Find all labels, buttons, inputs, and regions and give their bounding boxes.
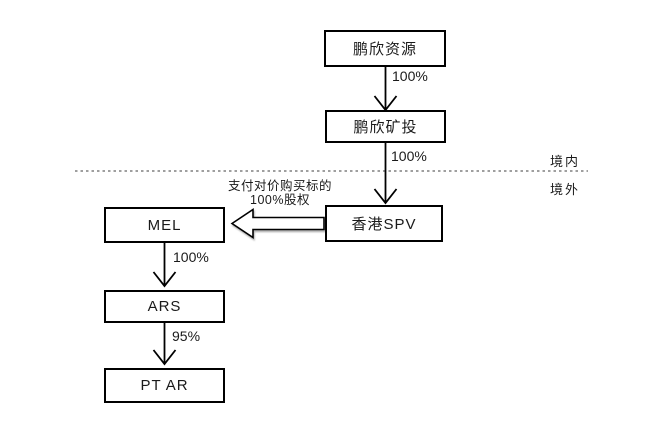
region-label-overseas: 境外 xyxy=(550,182,581,197)
arrowhead-down-icon xyxy=(152,271,177,288)
node-label: 香港SPV xyxy=(351,216,417,233)
node-pengxin-mining: 鹏欣矿投 xyxy=(325,110,446,143)
ownership-label-pengxin-mining-hkspv: 100% xyxy=(391,148,427,164)
node-mel: MEL xyxy=(104,207,225,243)
acquisition-annotation-line1: 支付对价购买标的 xyxy=(227,179,332,193)
region-label-domestic: 境内 xyxy=(550,154,581,169)
node-pengxin-resources: 鹏欣资源 xyxy=(324,30,446,67)
ownership-label-pengxin-resources-mining: 100% xyxy=(392,68,428,84)
arrowhead-down-icon xyxy=(373,188,398,205)
acquisition-annotation-line2: 100%股权 xyxy=(250,192,310,207)
ownership-label-ars-ptar: 95% xyxy=(172,328,201,344)
acquisition-annotation: 支付对价购买标的 100%股权 xyxy=(205,179,355,207)
node-label: ARS xyxy=(147,298,182,315)
arrow-mel-to-ars xyxy=(152,243,177,288)
ownership-label-mel-ars: 100% xyxy=(173,249,209,265)
arrow-pengxin-mining-to-hk-spv xyxy=(373,143,398,205)
node-hk-spv: 香港SPV xyxy=(325,205,443,242)
node-ars: ARS xyxy=(104,290,225,323)
node-pt-ar: PT AR xyxy=(104,368,225,403)
node-label: MEL xyxy=(147,216,182,234)
node-label: 鹏欣矿投 xyxy=(353,119,418,136)
node-label: 鹏欣资源 xyxy=(352,41,417,58)
block-arrow-left-icon xyxy=(230,208,325,239)
arrowhead-down-icon xyxy=(152,349,177,366)
node-label: PT AR xyxy=(140,377,189,394)
arrow-ars-to-pt-ar xyxy=(152,323,177,366)
